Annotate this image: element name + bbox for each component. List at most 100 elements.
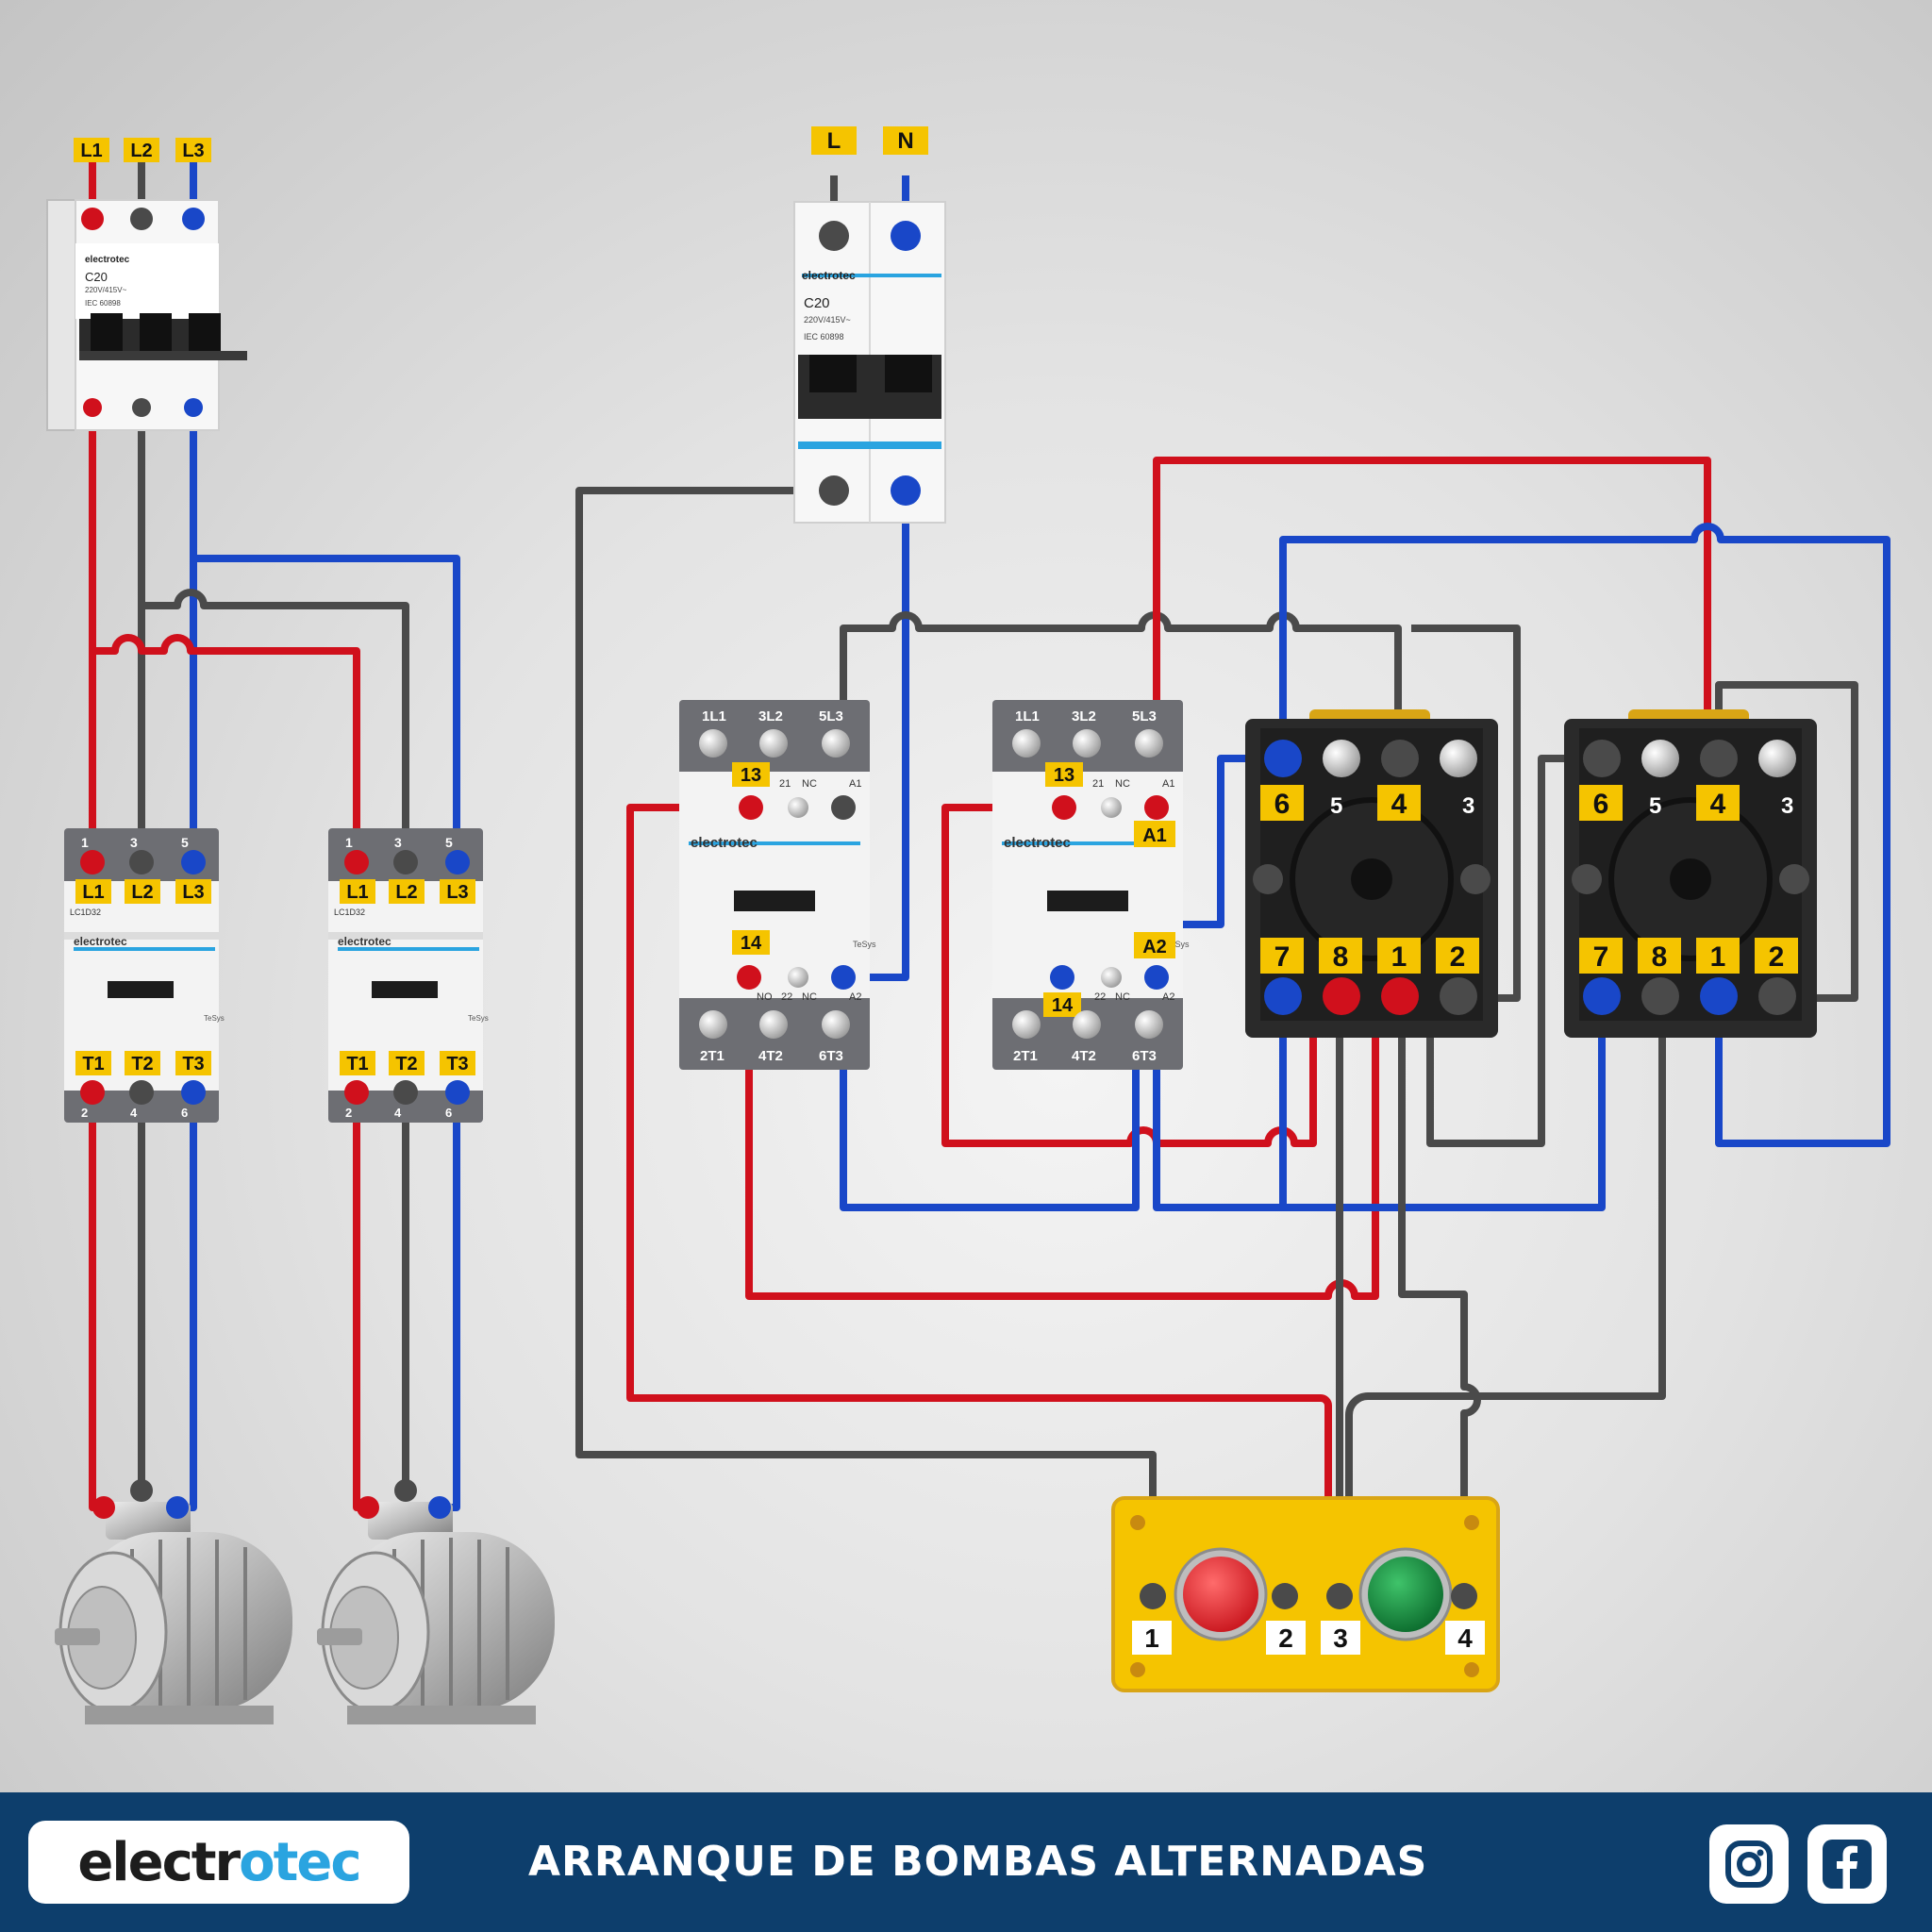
ka2-term-a1 (1144, 795, 1169, 820)
k1-bottom-2: 2 (81, 1106, 88, 1120)
control-contactor-1: electrotec TeSys 1L1 3L2 5L3 13 21 NC A1… (679, 700, 876, 1070)
ka1-nc-label-bot: NC (802, 991, 817, 1003)
breaker-3p-voltage: 220V/415V~ (85, 286, 127, 294)
ka1-nc-label-top: NC (802, 778, 817, 790)
instagram-button[interactable] (1709, 1824, 1789, 1904)
terminal-n-in (891, 221, 921, 251)
k2-l2: L2 (395, 882, 417, 903)
wire-pb4 (1398, 998, 1481, 1596)
k1-bottom-6: 6 (181, 1106, 188, 1120)
k2-bottom-4: 4 (394, 1106, 402, 1120)
wiring-diagram: electrotec C20 220V/415V~ IEC 60898 L1 L… (46, 126, 1890, 1724)
ka2-series: TeSys (1166, 940, 1190, 949)
motor-2-v (394, 1479, 417, 1502)
breaker-1p-rating: C20 (804, 295, 830, 311)
pb-label-1: 1 (1144, 1624, 1159, 1653)
ka1-top-1: 1L1 (702, 708, 726, 724)
supply-3ph-labels: L1 L2 L3 (74, 138, 211, 162)
pb-term-3 (1326, 1583, 1353, 1609)
relay-1-pin8 (1323, 977, 1360, 1015)
page-title: ARRANQUE DE BOMBAS ALTERNADAS (528, 1838, 1428, 1886)
relay-1-label-1: 1 (1391, 941, 1407, 973)
breaker-3p-rating: C20 (85, 270, 108, 284)
k1-top-3: 3 (130, 835, 138, 850)
ka1-top-3: 3L2 (758, 708, 783, 724)
ka1-top-5: 5L3 (819, 708, 843, 724)
motor-1-v (130, 1479, 153, 1502)
label-l: L (827, 128, 841, 154)
k1-out-2 (80, 1080, 105, 1105)
brand-logo-text: electrotec (77, 1831, 361, 1893)
k2-out-2 (344, 1080, 369, 1105)
relay-2-pin4 (1700, 740, 1738, 777)
k2-model: LC1D32 (334, 908, 365, 917)
terminal-l1-out (83, 398, 102, 417)
k1-l3: L3 (182, 882, 204, 903)
terminal-l-in (819, 221, 849, 251)
label-l2: L2 (130, 141, 152, 161)
k2-l3: L3 (446, 882, 468, 903)
ka2-a1-small: A1 (1162, 778, 1174, 790)
motor-1-u (92, 1496, 115, 1519)
power-contactor-2: electrotec LC1D32 TeSys L1 L2 L3 1 3 5 T… (328, 828, 489, 1123)
relay-2-pin6 (1583, 740, 1621, 777)
power-contactor-1: electrotec LC1D32 TeSys L1 L2 L3 1 3 5 T… (64, 828, 225, 1123)
k2-brand: electrotec (338, 935, 391, 948)
ka1-bot-6: 6T3 (819, 1048, 843, 1064)
k1-t1: T1 (82, 1054, 104, 1074)
ka2-a1: A1 (1142, 825, 1167, 846)
wire-k1-t1 (89, 1094, 106, 1511)
relay-2-label-7: 7 (1593, 941, 1609, 973)
start-button[interactable] (1368, 1557, 1443, 1632)
relay-2-pin2 (1758, 977, 1796, 1015)
k1-top-5: 5 (181, 835, 189, 850)
ka2-term-14 (1050, 965, 1074, 990)
ka1-bot-4: 4T2 (758, 1048, 783, 1064)
wire-k2-a2-blue (1153, 977, 1606, 1211)
ka2-top-3: 3L2 (1072, 708, 1096, 724)
terminal-n-out (891, 475, 921, 506)
breaker-1p-brand: electrotec (802, 269, 856, 282)
ka1-series: TeSys (853, 940, 876, 949)
relay-2-label-4: 4 (1710, 789, 1726, 820)
motor-1-w (166, 1496, 189, 1519)
k2-bottom-6: 6 (445, 1106, 452, 1120)
relay-2-pin7 (1583, 977, 1621, 1015)
relay-1-label-6: 6 (1274, 789, 1291, 820)
ka2-no-13: 13 (1054, 765, 1074, 786)
breaker-1p-standard: IEC 60898 (804, 332, 844, 341)
relay-1-label-7: 7 (1274, 941, 1291, 973)
relay-2-label-1: 1 (1710, 941, 1726, 973)
k2-out-4 (393, 1080, 418, 1105)
ka2-top-5: 5L3 (1132, 708, 1157, 724)
ka1-a1: A1 (849, 778, 861, 790)
relay-1-label-5: 5 (1330, 793, 1342, 819)
facebook-button[interactable] (1807, 1824, 1887, 1904)
motor-2 (317, 1479, 555, 1724)
k1-l1: L1 (82, 882, 104, 903)
motor-2-u (357, 1496, 379, 1519)
facebook-icon (1823, 1840, 1872, 1889)
relay-1-pin7 (1264, 977, 1302, 1015)
ka2-no-14: 14 (1052, 995, 1074, 1016)
k2-t2: T2 (395, 1054, 417, 1074)
wire-l1-to-k2 (92, 634, 360, 830)
motor-2-w (428, 1496, 451, 1519)
ka1-brand: electrotec (691, 835, 758, 851)
label-l3: L3 (182, 141, 204, 161)
k1-bottom-4: 4 (130, 1106, 138, 1120)
motor-1 (55, 1479, 292, 1724)
breaker-2-pole: electrotec C20 220V/415V~ IEC 60898 (793, 201, 946, 524)
label-n: N (897, 128, 913, 154)
terminal-l2-in (130, 208, 153, 230)
stop-button[interactable] (1183, 1557, 1258, 1632)
relay-1-label-4: 4 (1391, 789, 1407, 820)
terminal-l3-out (184, 398, 203, 417)
k2-bottom-2: 2 (345, 1106, 352, 1120)
relay-2-label-2: 2 (1769, 941, 1785, 973)
pb-label-2: 2 (1278, 1624, 1293, 1653)
k1-model: LC1D32 (70, 908, 101, 917)
alternating-relay-1: electrotec 6 5 4 3 7 8 1 2 (1245, 709, 1498, 1038)
ka1-term-14 (737, 965, 761, 990)
pb-term-1 (1140, 1583, 1166, 1609)
